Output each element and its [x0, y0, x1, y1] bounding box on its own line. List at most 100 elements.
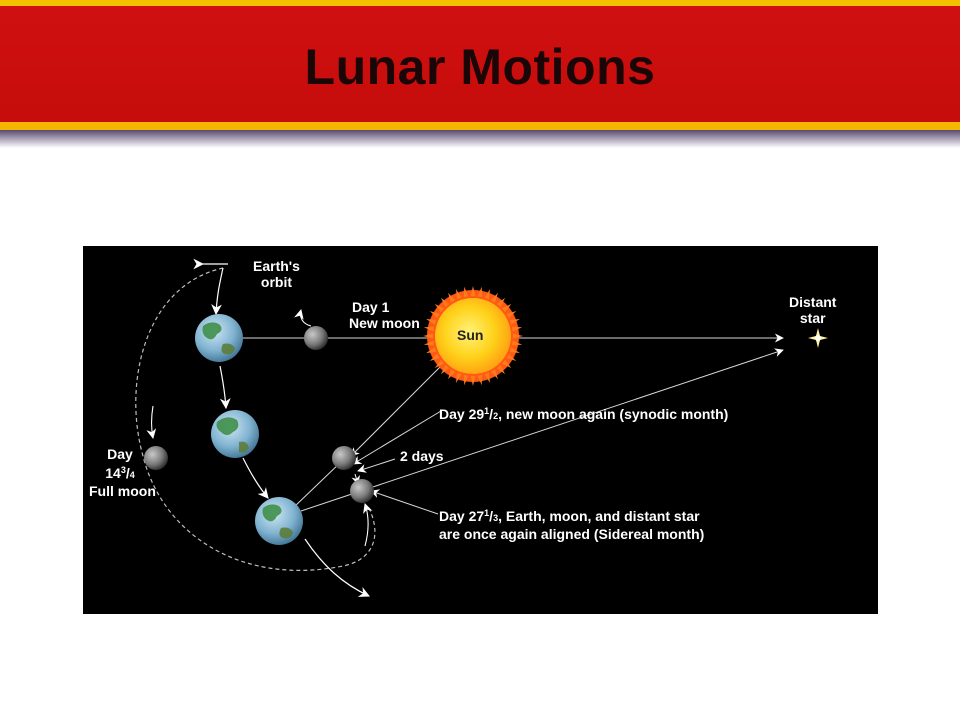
sun-ray	[512, 333, 523, 339]
day27-prefix: Day 27	[439, 508, 485, 524]
sun-ray	[434, 359, 444, 369]
earth-motion-arrow-1	[211, 267, 224, 316]
moon-day29-icon	[332, 446, 356, 470]
day29-label: Day 291/2, new moon again (synodic month…	[439, 403, 728, 424]
sun-ray	[502, 303, 512, 313]
day29-suffix: , new moon again (synodic month)	[498, 406, 729, 422]
sun-ray	[509, 347, 520, 354]
sun-ray	[484, 372, 491, 383]
earth-motion-arrow-3	[242, 457, 269, 499]
sun-ray	[440, 297, 450, 307]
moon-day1-icon	[304, 326, 328, 350]
day27-sup: 1	[484, 508, 490, 518]
sun-ray	[470, 375, 476, 386]
sun-ray	[423, 340, 435, 346]
earth-to-day29-line	[292, 459, 344, 509]
sun-ray	[440, 365, 450, 375]
full-moon-sup: 3	[120, 465, 126, 475]
day27-slash: /	[489, 508, 494, 524]
earths-orbit-label-line1: Earth's	[253, 258, 300, 274]
sun-ray	[484, 289, 491, 300]
moon-full-icon	[144, 446, 168, 470]
sun-ray	[511, 326, 523, 332]
two-days-label: 2 days	[400, 448, 444, 464]
distant-star-label: Distant star	[789, 294, 836, 326]
sun-ray	[426, 318, 437, 325]
header-red-band	[0, 6, 960, 122]
earths-orbit-label: Earth's orbit	[253, 258, 300, 290]
sun-to-day29-line	[350, 363, 444, 457]
sun-label: Sun	[457, 327, 484, 343]
sun-ray	[429, 353, 440, 361]
sun-ray	[463, 374, 469, 386]
sun-icon	[423, 286, 523, 386]
day29-prefix: Day 29	[439, 406, 485, 422]
sun-ray	[448, 292, 456, 303]
star-icon	[808, 328, 828, 348]
distant-star-label-line1: Distant	[789, 294, 837, 310]
day29-label-pointer	[352, 410, 442, 465]
sun-ray	[506, 311, 517, 319]
day1-label-line2: New moon	[349, 315, 420, 331]
lunar-motion-diagram: Earth's orbit Day 1 New moon Sun Distant…	[83, 246, 878, 614]
header-shadow	[0, 130, 960, 148]
diagram-graphics	[135, 258, 828, 597]
earths-orbit-label-line2: orbit	[260, 274, 292, 290]
sun-ray	[455, 289, 462, 300]
sun-ray	[509, 318, 520, 325]
earth-icon-1	[195, 314, 243, 362]
full-moon-num: 14	[105, 465, 121, 481]
sun-ray	[496, 365, 506, 375]
day27-label: Day 271/3, Earth, moon, and distant star…	[439, 505, 704, 542]
sun-ray	[463, 286, 469, 298]
sun-ray	[429, 311, 440, 319]
full-moon-sub: 4	[129, 470, 135, 480]
sun-ray	[490, 292, 498, 303]
day27-line2: are once again aligned (Sidereal month)	[439, 526, 705, 542]
sun-ray	[434, 303, 444, 313]
sun-ray	[426, 347, 437, 354]
earth-icon-3	[255, 497, 303, 545]
earth-to-star-line	[300, 348, 784, 512]
day29-sup: 1	[484, 406, 490, 416]
earth-motion-arrow-4	[304, 538, 370, 597]
sun-ray	[477, 286, 483, 298]
sun-ray	[423, 333, 434, 339]
moon-day27-icon	[350, 479, 374, 503]
full-moon-day-number: 143/4	[89, 462, 151, 483]
sun-ray	[502, 359, 512, 369]
earth-orbit-path	[135, 267, 376, 571]
distant-star-label-line2: star	[799, 310, 826, 326]
header-bottom-stripe	[0, 122, 960, 130]
earth-icon-2	[211, 410, 259, 458]
day27-sub: 3	[493, 513, 499, 523]
earth-motion-arrow-2	[219, 365, 231, 410]
moon-path-arrow-right	[363, 503, 373, 547]
sun-ray	[423, 326, 435, 332]
day27-suffix: , Earth, moon, and distant star	[498, 508, 700, 524]
full-moon-day-word: Day	[107, 446, 133, 462]
day29-slash: /	[489, 406, 494, 422]
full-moon-phase: Full moon	[89, 483, 156, 499]
sun-ray	[455, 372, 462, 383]
sun-ray	[511, 340, 523, 346]
day1-label-line1: Day 1	[352, 299, 390, 315]
day27-pointer	[370, 489, 439, 515]
slide-title: Lunar Motions	[304, 39, 656, 95]
day29-sub: 2	[493, 411, 499, 421]
sun-ray	[477, 374, 483, 386]
day27-line1: Day 271/3, Earth, moon, and distant star	[439, 505, 704, 526]
full-moon-label: Day 143/4 Full moon	[89, 446, 156, 499]
moon-path-arrow-top	[294, 309, 312, 327]
full-moon-slash: /	[125, 465, 130, 481]
two-days-pointer	[357, 458, 396, 473]
sun-ray	[470, 286, 476, 297]
header-top-stripe	[0, 0, 960, 6]
day1-label: Day 1 New moon	[349, 299, 420, 331]
sun-ray	[490, 369, 498, 380]
sun-ray	[506, 353, 517, 361]
moon-path-arrow-left	[146, 405, 157, 439]
sun-ray	[448, 369, 456, 380]
sun-ray	[496, 297, 506, 307]
slide-header: Lunar Motions	[0, 0, 960, 150]
